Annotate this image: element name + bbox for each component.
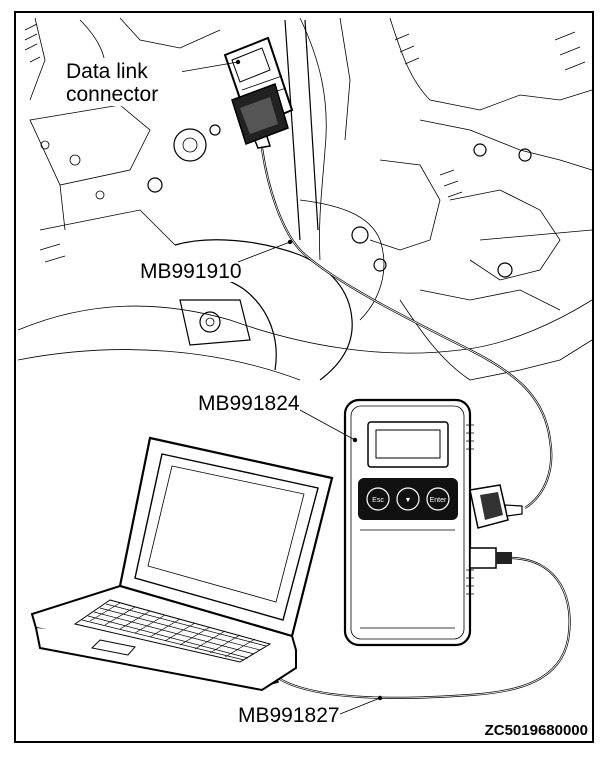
down-arrow-icon: ▼ <box>405 497 412 504</box>
enter-button[interactable] <box>426 487 450 511</box>
leader-data-link-connector <box>179 61 239 73</box>
vehicle-underdash-illustration <box>17 17 593 381</box>
label-data-link-connector-line1: Data link <box>66 60 148 83</box>
obd-plug <box>231 83 289 145</box>
figure-code: ZC5019680000 <box>485 722 588 739</box>
down-button[interactable] <box>396 487 420 511</box>
vci-unit: Esc ▼ Enter <box>343 398 474 647</box>
label-mb991910: MB991910 <box>140 260 242 283</box>
dsub-connector <box>469 484 523 529</box>
leader-mb991827 <box>339 697 381 715</box>
leader-mb991824 <box>299 409 356 441</box>
esc-button[interactable] <box>366 487 390 511</box>
label-mb991827: MB991827 <box>238 704 340 727</box>
label-data-link-connector-line2: connector <box>66 83 158 106</box>
enter-button-label: Enter <box>430 497 447 504</box>
label-mb991824: MB991824 <box>198 392 300 415</box>
leader-mb991910 <box>237 241 291 263</box>
laptop <box>30 436 334 692</box>
usb-plug <box>469 547 512 569</box>
esc-button-label: Esc <box>372 497 384 504</box>
